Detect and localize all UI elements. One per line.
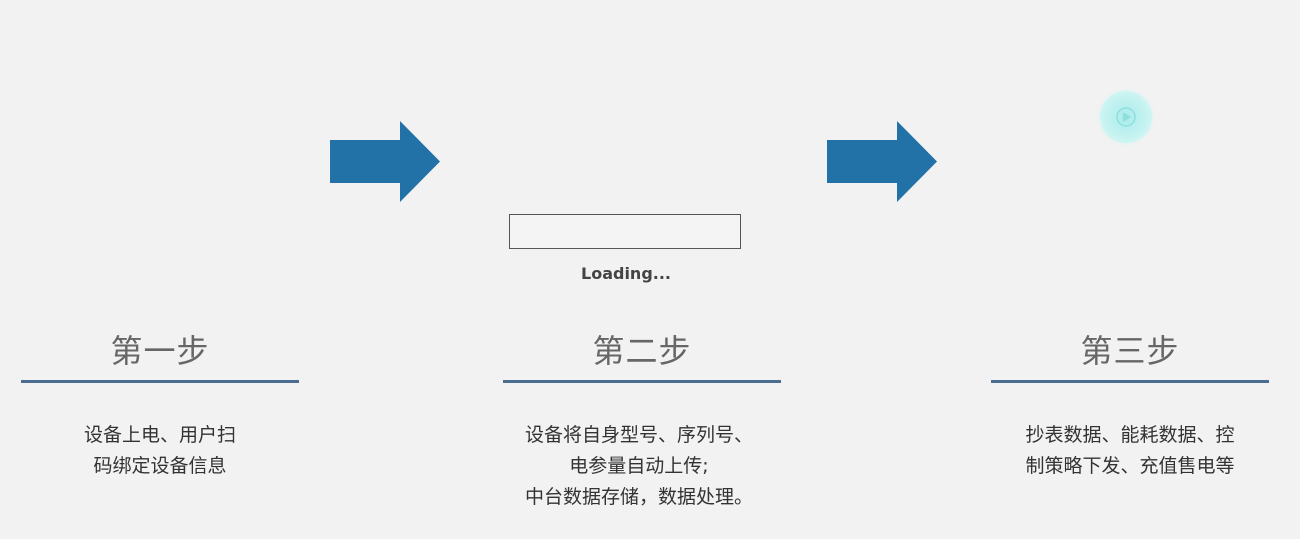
right-arrow-icon: [330, 121, 440, 202]
loading-progress-bar: [509, 214, 741, 249]
step-2-description: 设备将自身型号、序列号、 电参量自动上传; 中台数据存储，数据处理。: [489, 420, 789, 513]
step-2-title: 第二步: [592, 332, 692, 370]
step-1-desc-line: 设备上电、用户扫: [83, 424, 236, 446]
step-3-description: 抄表数据、能耗数据、控 制策略下发、充值售电等: [980, 420, 1280, 482]
step-3-title: 第三步: [1080, 332, 1180, 370]
step-1-desc-line: 码绑定设备信息: [93, 455, 227, 477]
play-icon: [1116, 107, 1136, 127]
play-circle-icon[interactable]: [1100, 91, 1152, 143]
step-2-desc-line: 电参量自动上传;: [569, 455, 709, 477]
loading-label: Loading...: [581, 264, 671, 283]
step-1-title: 第一步: [110, 332, 210, 370]
step-1-description: 设备上电、用户扫 码绑定设备信息: [10, 420, 310, 482]
step-3-divider: [991, 380, 1269, 383]
step-2-divider: [503, 380, 781, 383]
step-2-desc-line: 中台数据存储，数据处理。: [524, 486, 753, 508]
step-3-desc-line: 制策略下发、充值售电等: [1025, 455, 1235, 477]
step-3-desc-line: 抄表数据、能耗数据、控: [1025, 424, 1235, 446]
step-1-divider: [21, 380, 299, 383]
step-2-desc-line: 设备将自身型号、序列号、: [524, 424, 753, 446]
right-arrow-icon: [827, 121, 937, 202]
